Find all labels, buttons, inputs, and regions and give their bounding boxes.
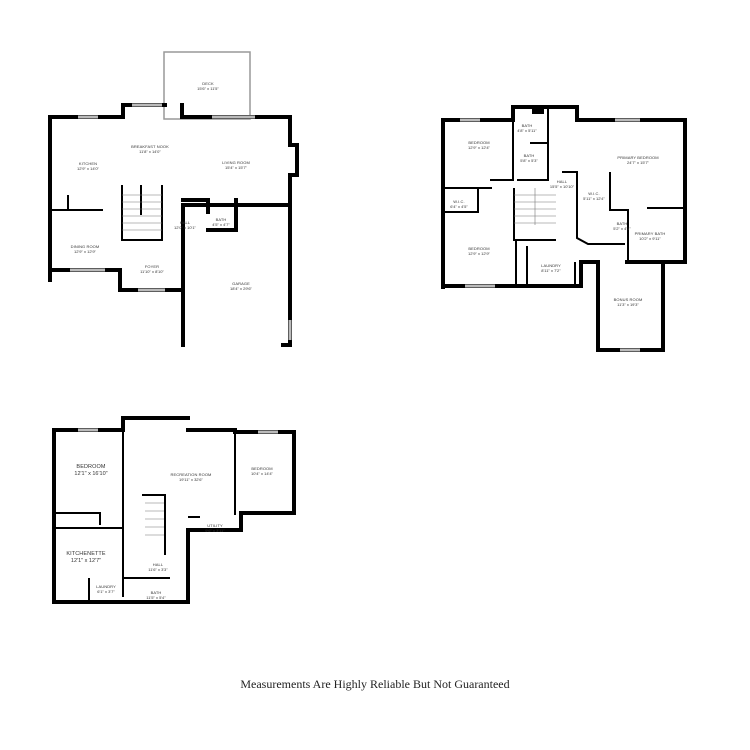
- room-label-wic-1: W.I.C.5'11" x 12'4": [583, 191, 605, 201]
- main-floor-walls: [48, 51, 299, 347]
- disclaimer-text: Measurements Are Highly Reliable But Not…: [240, 677, 510, 691]
- lower-floor-walls: [52, 416, 296, 604]
- upper-floor-walls: [441, 105, 687, 352]
- chimney-block: [532, 106, 544, 114]
- room-label-wic-2: W.I.C.6'4" x 4'5": [450, 199, 468, 209]
